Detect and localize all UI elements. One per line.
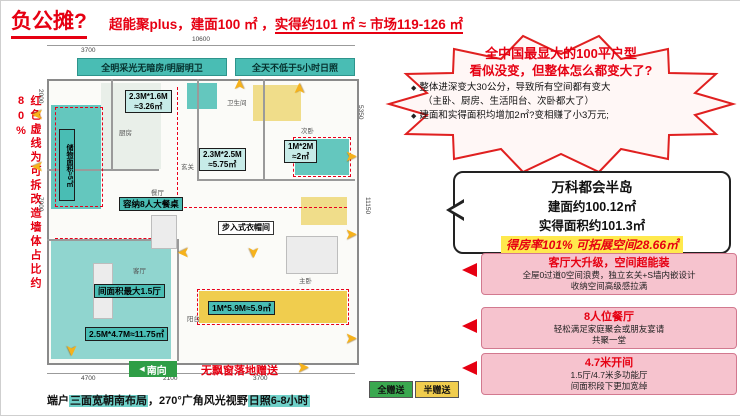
- room-label-living: 客厅: [133, 268, 146, 275]
- expand-arrow-icon: ➤: [177, 244, 190, 261]
- pointer-triangle-icon: [462, 263, 477, 277]
- pointer-triangle-icon: [462, 361, 477, 375]
- dining-table-shape: [151, 215, 177, 249]
- red-dashline-note: 红色虚线为可拆改造墙体占比约80%: [15, 95, 41, 291]
- measure-callout: 2.3M*1.6M ≈3.26㎡: [125, 90, 172, 114]
- dining-capacity-callout: 容纳8人大餐桌: [119, 197, 183, 212]
- diamond-bullet-icon: ◆: [411, 112, 417, 120]
- top-ruler: [47, 45, 355, 46]
- dashed-removable-wall: [55, 238, 171, 239]
- dim-top-segment: 3700: [81, 47, 96, 54]
- measure-callout: 2.3M*2.5M ≈5.75㎡: [199, 148, 246, 172]
- dim-top: 10600: [191, 36, 211, 43]
- dim-bottom-3: 3700: [253, 375, 268, 382]
- wall: [197, 79, 199, 179]
- burst-bullets: ◆整体进深变大30公分，导致所有空间都有变大 （主卧、厨房、生活阳台、次卧都大了…: [411, 82, 611, 121]
- project-name: 万科都会半岛: [551, 180, 633, 195]
- dim-right-top: 5350: [357, 105, 364, 120]
- feature-card-living: 客厅大升级，空间超能装 全屋0过道0空间浪费，独立玄关+S墙内嵌设计 收纳空间高…: [481, 253, 737, 296]
- no-baywindow-label: 无飘窗落地赠送: [201, 365, 278, 377]
- wall: [47, 239, 177, 241]
- zone-closet-half-gift: [301, 197, 347, 225]
- subtitle-part2: 实得约101 ㎡ ≈ 市场119-126 ㎡: [274, 17, 464, 34]
- dim-bottom-2: 2100: [163, 375, 178, 382]
- south-arrow-icon: ◀: [139, 366, 145, 373]
- footer-description: 端户三面宽朝南布局，270°广角风光视野日照6-8小时: [47, 395, 310, 407]
- room-label-bath: 卫生间: [227, 100, 247, 107]
- legend-full-gift: 全赠送: [369, 381, 413, 398]
- wall: [111, 79, 113, 169]
- expand-arrow-icon: ➤: [31, 158, 44, 175]
- bottom-ruler: [47, 373, 355, 374]
- closet-callout: 步入式衣帽间: [218, 221, 274, 235]
- burst-subhead: 看似没变，但整体怎么都变大了?: [469, 64, 653, 78]
- feature-card-dining: 8人位餐厅 轻松满足家庭聚会或朋友宴请 共聚一堂: [481, 307, 737, 350]
- zone-bath-half-gift: [253, 85, 301, 121]
- dashed-removable-wall: [177, 87, 178, 205]
- room-label-dining: 餐厅: [151, 190, 164, 197]
- wall: [197, 179, 355, 181]
- balcony-measure-callout: 1M*5.9M≈5.9㎡: [208, 301, 275, 316]
- dim-bottom-1: 4700: [81, 375, 96, 382]
- expand-arrow-icon: ➤: [345, 226, 358, 243]
- expand-arrow-icon: ➤: [244, 246, 262, 259]
- expand-arrow-icon: ➤: [230, 78, 248, 91]
- diamond-bullet-icon: ◆: [411, 85, 417, 92]
- expand-arrow-icon: ➤: [31, 106, 44, 123]
- starburst-callout: 全中国最显大的100平户型 看似没变，但整体怎么都变大了? ◆整体进深变大30公…: [385, 29, 737, 179]
- wall: [47, 169, 159, 171]
- bed-shape: [286, 236, 338, 274]
- hall-size-callout: 间面积最大1.5厅: [94, 284, 165, 299]
- banner-sunlight-hours: 全天不低于5小时日照: [235, 58, 355, 76]
- expand-arrow-icon: ➤: [345, 330, 358, 347]
- legend-half-gift: 半赠送: [415, 381, 459, 398]
- expand-arrow-icon: ➤: [297, 359, 310, 376]
- project-speech-bubble: 万科都会半岛 建面约100.12㎡ 实得面积约101.3㎡ 得房率101% 可拓…: [446, 171, 731, 254]
- built-area: 建面约100.12㎡: [547, 200, 637, 214]
- room-label-foyer: 玄关: [181, 164, 194, 171]
- wall: [263, 79, 265, 179]
- room-label-bedroom2: 次卧: [301, 128, 314, 135]
- room-label-balcony: 阳台: [187, 316, 200, 323]
- hall-measure-callout: 2.5M*4.7M≈11.75㎡: [85, 327, 169, 342]
- room-label-master: 主卧: [299, 278, 312, 285]
- page-subtitle: 超能聚plus，建面100 ㎡ ，实得约101 ㎡ ≈ 市场119-126 ㎡: [109, 13, 464, 34]
- actual-area: 实得面积约101.3㎡: [538, 219, 646, 233]
- south-direction-badge: ◀ 南向: [129, 361, 177, 377]
- page-title: 负公摊?: [11, 5, 87, 39]
- feature-card-span: 4.7米开间 1.5厅/4.7米多功能厅 间面积段下更加宽绰: [481, 353, 737, 396]
- expand-arrow-icon: ➤: [290, 82, 308, 95]
- dim-left-bottom: 7000: [37, 197, 44, 212]
- banner-daylight-rooms: 全明采光无暗房/明厨明卫: [77, 58, 227, 76]
- measure-callout: 1M*2M ≈2㎡: [284, 140, 318, 164]
- dashed-removable-wall: [197, 289, 349, 325]
- expand-arrow-icon: ➤: [345, 148, 358, 165]
- dim-left-top: 2000: [37, 89, 44, 104]
- storage-area-label: 储物面积≈5㎡: [59, 129, 75, 201]
- burst-headline: 全中国最显大的100平户型: [485, 46, 637, 61]
- dim-right-bottom: 11150: [364, 197, 371, 215]
- starburst-shape: [385, 34, 737, 174]
- efficiency-highlight: 得房率101% 可拓展空间28.66㎡: [500, 236, 684, 253]
- room-label-kitchen: 厨房: [119, 130, 132, 137]
- pointer-triangle-icon: [462, 319, 477, 333]
- subtitle-part1: 超能聚plus，建面100 ㎡ ，: [109, 17, 275, 32]
- expand-arrow-icon: ➤: [62, 344, 80, 357]
- wall: [177, 239, 179, 361]
- dashed-removable-wall: [55, 107, 103, 207]
- dashed-removable-wall: [179, 207, 347, 208]
- zone-top-gift: [187, 83, 217, 109]
